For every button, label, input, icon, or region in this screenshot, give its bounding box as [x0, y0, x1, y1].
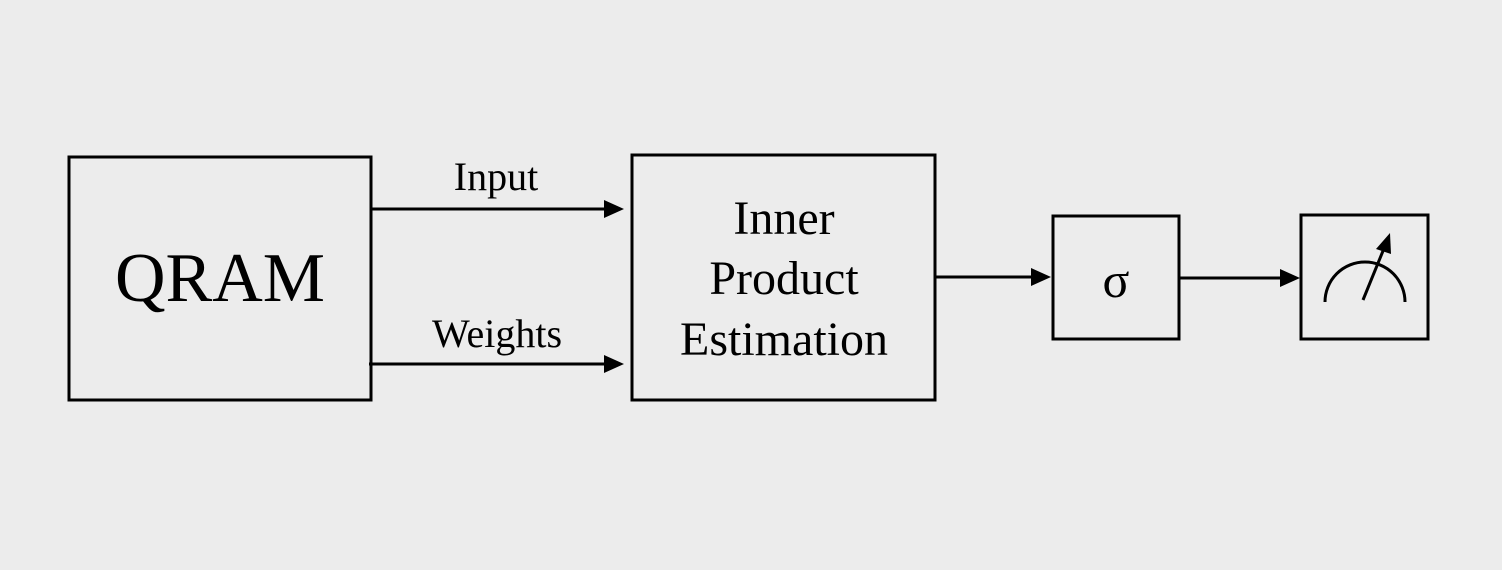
weights-edge: Weights [369, 311, 624, 373]
qram-label: QRAM [115, 240, 325, 317]
inner-to-sigma-edge [935, 268, 1051, 286]
input-edge: Input [371, 154, 624, 218]
meter-needle [1361, 245, 1387, 301]
sigma-label: σ [1103, 252, 1130, 308]
sigma-to-measurement-edge [1179, 269, 1300, 287]
measurement-box [1299, 213, 1430, 341]
measurement-meter-icon [1323, 233, 1407, 303]
input-edge-label: Input [454, 154, 538, 199]
weights-edge-label: Weights [432, 311, 562, 356]
sigma-node: σ [1051, 214, 1181, 341]
sigma-to-measurement-arrowhead [1280, 269, 1300, 287]
qram-node: QRAM [67, 155, 373, 402]
inner-product-line-3: Estimation [680, 313, 888, 366]
input-arrowhead [604, 200, 624, 218]
meter-needle-head [1376, 233, 1391, 254]
weights-arrowhead [604, 355, 624, 373]
qram-box [67, 155, 373, 402]
inner-product-node: Inner Product Estimation [630, 153, 937, 402]
meter-arc [1323, 260, 1407, 303]
inner-to-sigma-arrowhead [1031, 268, 1051, 286]
measurement-node [1299, 213, 1430, 341]
inner-product-line-2: Product [709, 252, 859, 305]
inner-product-line-1: Inner [733, 192, 834, 245]
